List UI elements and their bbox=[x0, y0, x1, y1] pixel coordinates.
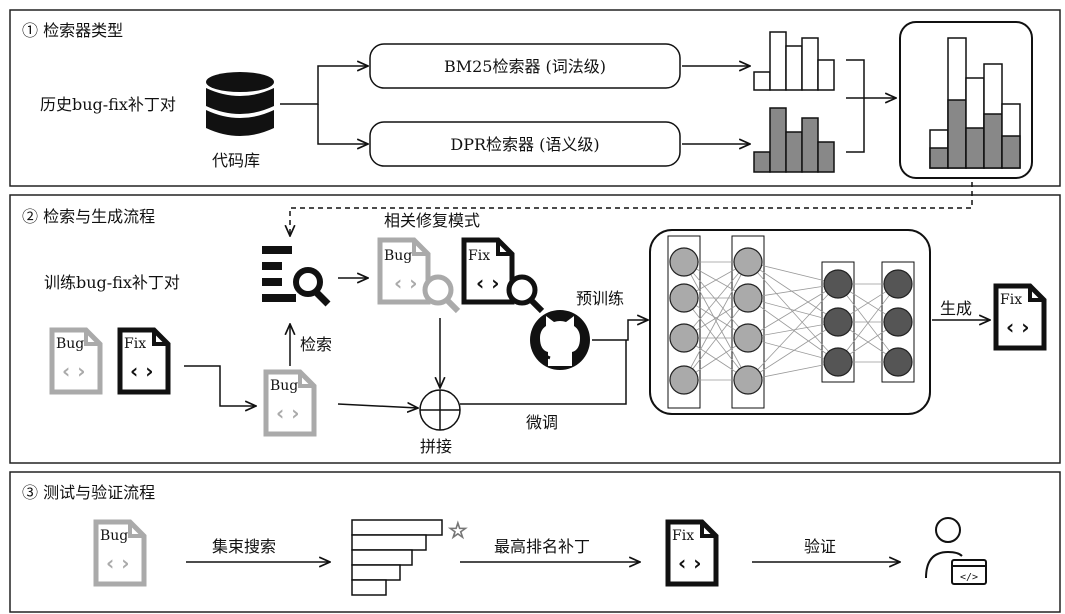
section-2-box bbox=[9, 194, 1061, 464]
bm25-histogram bbox=[753, 31, 835, 91]
section-1-title: ① 检索器类型 bbox=[22, 21, 123, 40]
dpr-histogram bbox=[753, 107, 835, 173]
output-fix-text: Fix bbox=[1000, 292, 1022, 308]
beam-label: 集束搜索 bbox=[212, 537, 276, 556]
star-icon: ☆ bbox=[448, 519, 468, 544]
dpr-box bbox=[369, 121, 681, 167]
train-fix-doc: Fix ‹ › bbox=[120, 330, 168, 392]
bm25-label: BM25检索器 (词法级) bbox=[444, 57, 606, 76]
query-bug-doc: Bug ‹ › bbox=[266, 372, 314, 434]
retrieve-label: 检索 bbox=[300, 335, 332, 354]
retrieved-bug-text: Bug bbox=[384, 248, 412, 264]
train-label: 训练bug-fix补丁对 bbox=[44, 273, 180, 292]
dpr-label: DPR检索器 (语义级) bbox=[450, 135, 599, 154]
train-bug-doc: Bug ‹ › bbox=[52, 330, 100, 392]
top-label: 最高排名补丁 bbox=[494, 537, 590, 556]
section-3-title: ③ 测试与验证流程 bbox=[22, 483, 155, 502]
concat-label: 拼接 bbox=[420, 437, 452, 456]
test-bug-doc: Bug ‹ › bbox=[96, 522, 144, 584]
svg-text:‹ ›: ‹ › bbox=[476, 271, 499, 295]
svg-text:‹ ›: ‹ › bbox=[62, 359, 85, 383]
neural-network bbox=[649, 229, 931, 415]
top-fix-text: Fix bbox=[672, 528, 694, 544]
db-label: 代码库 bbox=[212, 151, 260, 170]
train-bug-text: Bug bbox=[56, 336, 84, 352]
svg-text:‹ ›: ‹ › bbox=[276, 401, 299, 425]
svg-text:‹ ›: ‹ › bbox=[1006, 315, 1029, 339]
retrieved-fix-doc: Fix ‹ › bbox=[464, 240, 545, 314]
verify-label: 验证 bbox=[804, 537, 836, 556]
svg-text:‹ ›: ‹ › bbox=[106, 551, 129, 575]
finetune-label: 微调 bbox=[526, 413, 558, 432]
bm25-box bbox=[369, 43, 681, 89]
combined-histogram bbox=[929, 37, 1021, 169]
svg-text:‹ ›: ‹ › bbox=[394, 271, 417, 295]
user-code-icon: </> bbox=[925, 517, 987, 585]
section-3-box bbox=[9, 471, 1061, 613]
output-fix-doc: Fix ‹ › bbox=[996, 286, 1044, 348]
retrieved-fix-text: Fix bbox=[468, 248, 490, 264]
retrieved-bug-doc: Bug ‹ › bbox=[380, 240, 461, 314]
svg-text:‹ ›: ‹ › bbox=[130, 359, 153, 383]
section-2-title: ② 检索与生成流程 bbox=[22, 207, 155, 226]
document-search-icon bbox=[262, 246, 331, 307]
svg-text:‹ ›: ‹ › bbox=[678, 551, 701, 575]
database-icon bbox=[206, 72, 274, 136]
ranked-list bbox=[351, 519, 443, 596]
history-label: 历史bug-fix补丁对 bbox=[40, 95, 176, 114]
related-label: 相关修复模式 bbox=[384, 211, 480, 230]
query-bug-text: Bug bbox=[270, 378, 298, 394]
generate-label: 生成 bbox=[940, 299, 972, 318]
svg-text:</>: </> bbox=[960, 572, 978, 583]
test-bug-text: Bug bbox=[100, 528, 128, 544]
train-fix-text: Fix bbox=[124, 336, 146, 352]
top-fix-doc: Fix ‹ › bbox=[668, 522, 716, 584]
section-1-box bbox=[9, 9, 1061, 187]
github-icon bbox=[530, 310, 590, 370]
pretrain-label: 预训练 bbox=[576, 289, 624, 308]
